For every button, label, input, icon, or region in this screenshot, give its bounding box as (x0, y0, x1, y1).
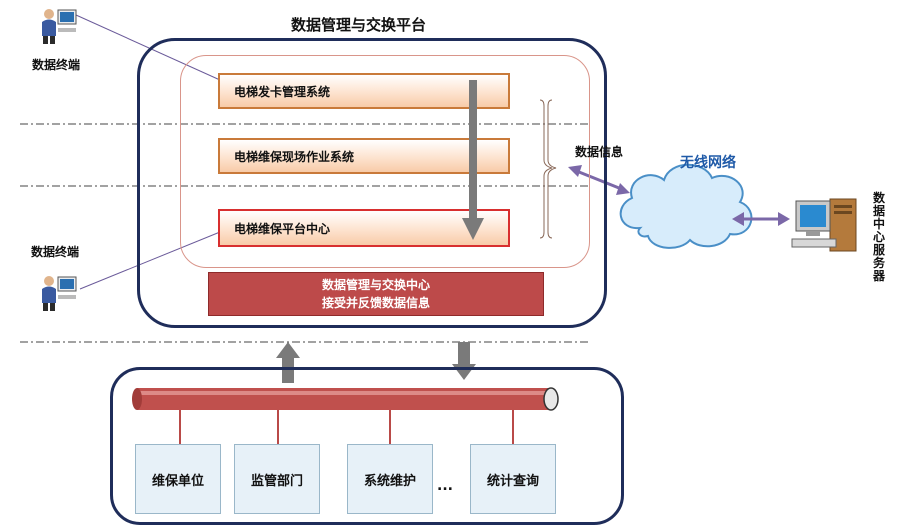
center-line-2: 接受并反馈数据信息 (321, 296, 430, 310)
data-info-label: 数据信息 (575, 145, 624, 159)
unit-maintenance: 维保单位 (135, 444, 221, 514)
separator-lines (20, 123, 590, 343)
platform-title: 数据管理与交换平台 (291, 16, 427, 34)
unit-connectors (179, 410, 514, 444)
unit-statistics-query: 统计查询 (470, 444, 556, 514)
platform-network-link (568, 165, 630, 195)
terminal-bottom-icon (42, 276, 77, 311)
system-onsite-maintenance: 电梯维保现场作业系统 (218, 138, 510, 174)
terminal-top-label: 数据终端 (32, 58, 81, 72)
server-label: 数据中心服务器 (873, 191, 886, 283)
network-server-link (732, 212, 790, 226)
system-card-issuing: 电梯发卡管理系统 (218, 73, 510, 109)
terminal-bottom-connector (79, 231, 221, 290)
unit-supervision: 监管部门 (234, 444, 320, 514)
system-maintenance-center: 电梯维保平台中心 (218, 209, 510, 247)
units-frame (110, 367, 624, 525)
platform-frame (137, 38, 607, 328)
server-icon (791, 198, 857, 252)
cloud-icon (619, 163, 753, 249)
center-line-1: 数据管理与交换中心 (321, 278, 430, 292)
data-exchange-center: 数据管理与交换中心 接受并反馈数据信息 (208, 272, 544, 316)
unit-system-maintenance: 系统维护 (347, 444, 433, 514)
systems-frame (180, 55, 590, 268)
wireless-network-label: 无线网络 (680, 155, 736, 171)
terminal-top-icon (42, 9, 77, 44)
terminal-bottom-label: 数据终端 (31, 245, 80, 259)
data-bracket (539, 99, 557, 239)
units-ellipsis: ... (437, 478, 453, 494)
